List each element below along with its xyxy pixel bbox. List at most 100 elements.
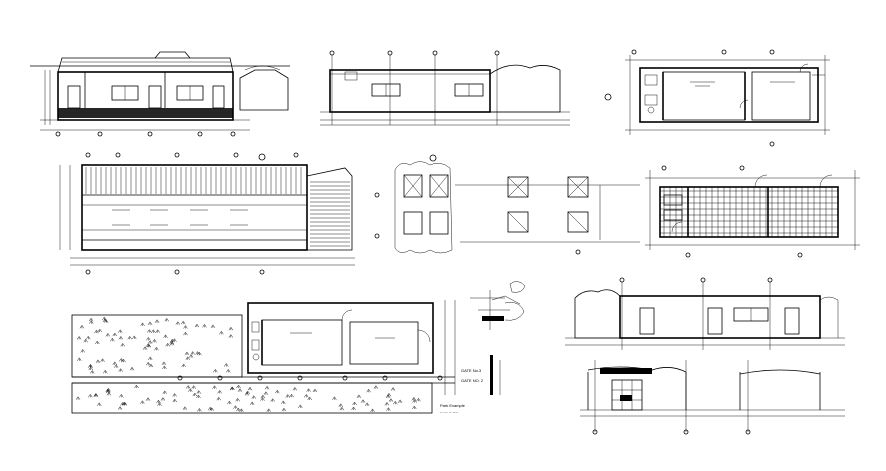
grass-tuft	[140, 322, 145, 327]
grass-tuft	[75, 396, 81, 400]
grass-tuft	[366, 388, 371, 393]
grass-tuft	[228, 334, 234, 338]
grass-tuft	[338, 403, 343, 407]
park-subtitle: -- --- -- ----	[440, 409, 459, 414]
grass-tuft	[385, 394, 391, 399]
grass-tuft	[88, 366, 93, 371]
grass-tuft	[219, 330, 224, 335]
grass-tuft	[119, 393, 124, 398]
grass-tuft	[182, 406, 188, 410]
grass-tuft	[120, 342, 125, 347]
grass-tuft	[275, 389, 280, 394]
grass-tuft	[154, 346, 159, 351]
top-middle-elevation	[320, 50, 570, 126]
grass-tuft	[233, 405, 238, 409]
grass-tuft	[188, 388, 193, 392]
grass-tuft	[156, 399, 161, 404]
grass-tuft	[181, 320, 186, 325]
grass-tuft	[237, 388, 243, 392]
grass-tuft	[160, 397, 166, 401]
grass-tuft	[118, 329, 123, 333]
grass-tuft	[88, 364, 93, 368]
grass-tuft	[212, 385, 217, 389]
bottom-center-detail-sketch	[470, 281, 526, 330]
grass-tuft	[112, 361, 117, 365]
grass-tuft	[386, 392, 392, 397]
grass-tuft	[281, 400, 286, 404]
grass-tuft	[360, 399, 366, 403]
grass-tuft	[226, 368, 231, 373]
grass-tuft	[384, 401, 390, 406]
grass-tuft	[270, 398, 275, 402]
grass-tuft	[196, 390, 201, 394]
grass-tuft	[217, 389, 222, 394]
grass-tuft	[112, 332, 118, 337]
grass-tuft	[147, 321, 153, 325]
grass-tuft	[244, 392, 250, 396]
grass-tuft	[197, 351, 202, 356]
grass-tuft	[148, 356, 153, 361]
grass-tuft	[164, 317, 169, 322]
grass-tuft	[77, 357, 82, 361]
grass-tuft	[210, 324, 216, 328]
grass-tuft	[184, 351, 190, 356]
grass-tuft	[235, 397, 240, 402]
grass-tuft	[397, 399, 403, 403]
grass-tuft	[155, 329, 160, 333]
grass-tuft	[127, 335, 132, 340]
grass-tuft	[227, 400, 232, 405]
grass-tuft	[195, 351, 200, 355]
grass-tuft	[352, 401, 357, 406]
grass-tuft	[106, 387, 111, 392]
grass-tuft	[162, 390, 167, 394]
grass-tuft	[147, 329, 152, 333]
grass-tuft	[185, 356, 190, 360]
grass-tuft	[145, 397, 151, 401]
grass-tuft	[152, 338, 157, 343]
grass-tuft	[412, 399, 417, 403]
grass-tuft	[264, 385, 270, 390]
grass-tuft	[390, 387, 396, 391]
grass-tuft	[142, 346, 148, 350]
grass-tuft	[154, 319, 160, 323]
grass-tuft	[93, 393, 99, 397]
grass-tuft	[146, 336, 151, 341]
grass-tuft	[186, 385, 191, 389]
grass-tuft	[356, 394, 362, 399]
grass-tuft	[148, 363, 154, 368]
grass-tuft	[281, 407, 287, 412]
grass-tuft	[113, 364, 119, 368]
grass-tuft	[339, 406, 345, 411]
grass-tuft	[292, 386, 298, 391]
grass-tuft	[247, 386, 253, 391]
park-title: Park Example	[440, 403, 466, 408]
grass-tuft	[260, 397, 265, 401]
grass-tuft	[266, 408, 271, 412]
grass-tuft	[236, 384, 241, 389]
grass-tuft	[388, 398, 394, 402]
middle-right-tiled-plan	[645, 165, 860, 258]
grass-tuft	[80, 349, 85, 353]
grass-tuft	[140, 400, 145, 404]
grass-tuft	[95, 340, 100, 345]
bottom-right-gate-elevation	[580, 360, 845, 435]
grass-tuft	[172, 398, 177, 403]
grass-tuft	[202, 323, 207, 328]
grass-tuft	[190, 351, 195, 355]
grass-tuft	[208, 406, 213, 411]
grass-tuft	[236, 407, 241, 412]
grass-tuft	[102, 318, 108, 323]
grass-tuft	[162, 365, 167, 370]
top-left-section	[30, 51, 290, 137]
grass-tuft	[119, 357, 124, 362]
grass-tuft	[110, 337, 115, 342]
grass-tuft	[191, 385, 196, 389]
grass-tuft	[118, 368, 123, 372]
grass-tuft	[304, 393, 309, 398]
grass-tuft	[79, 324, 85, 329]
grass-tuft	[181, 363, 186, 368]
grass-tuft	[157, 402, 162, 406]
grass-tuft	[90, 370, 95, 374]
grass-tuft	[194, 323, 200, 328]
